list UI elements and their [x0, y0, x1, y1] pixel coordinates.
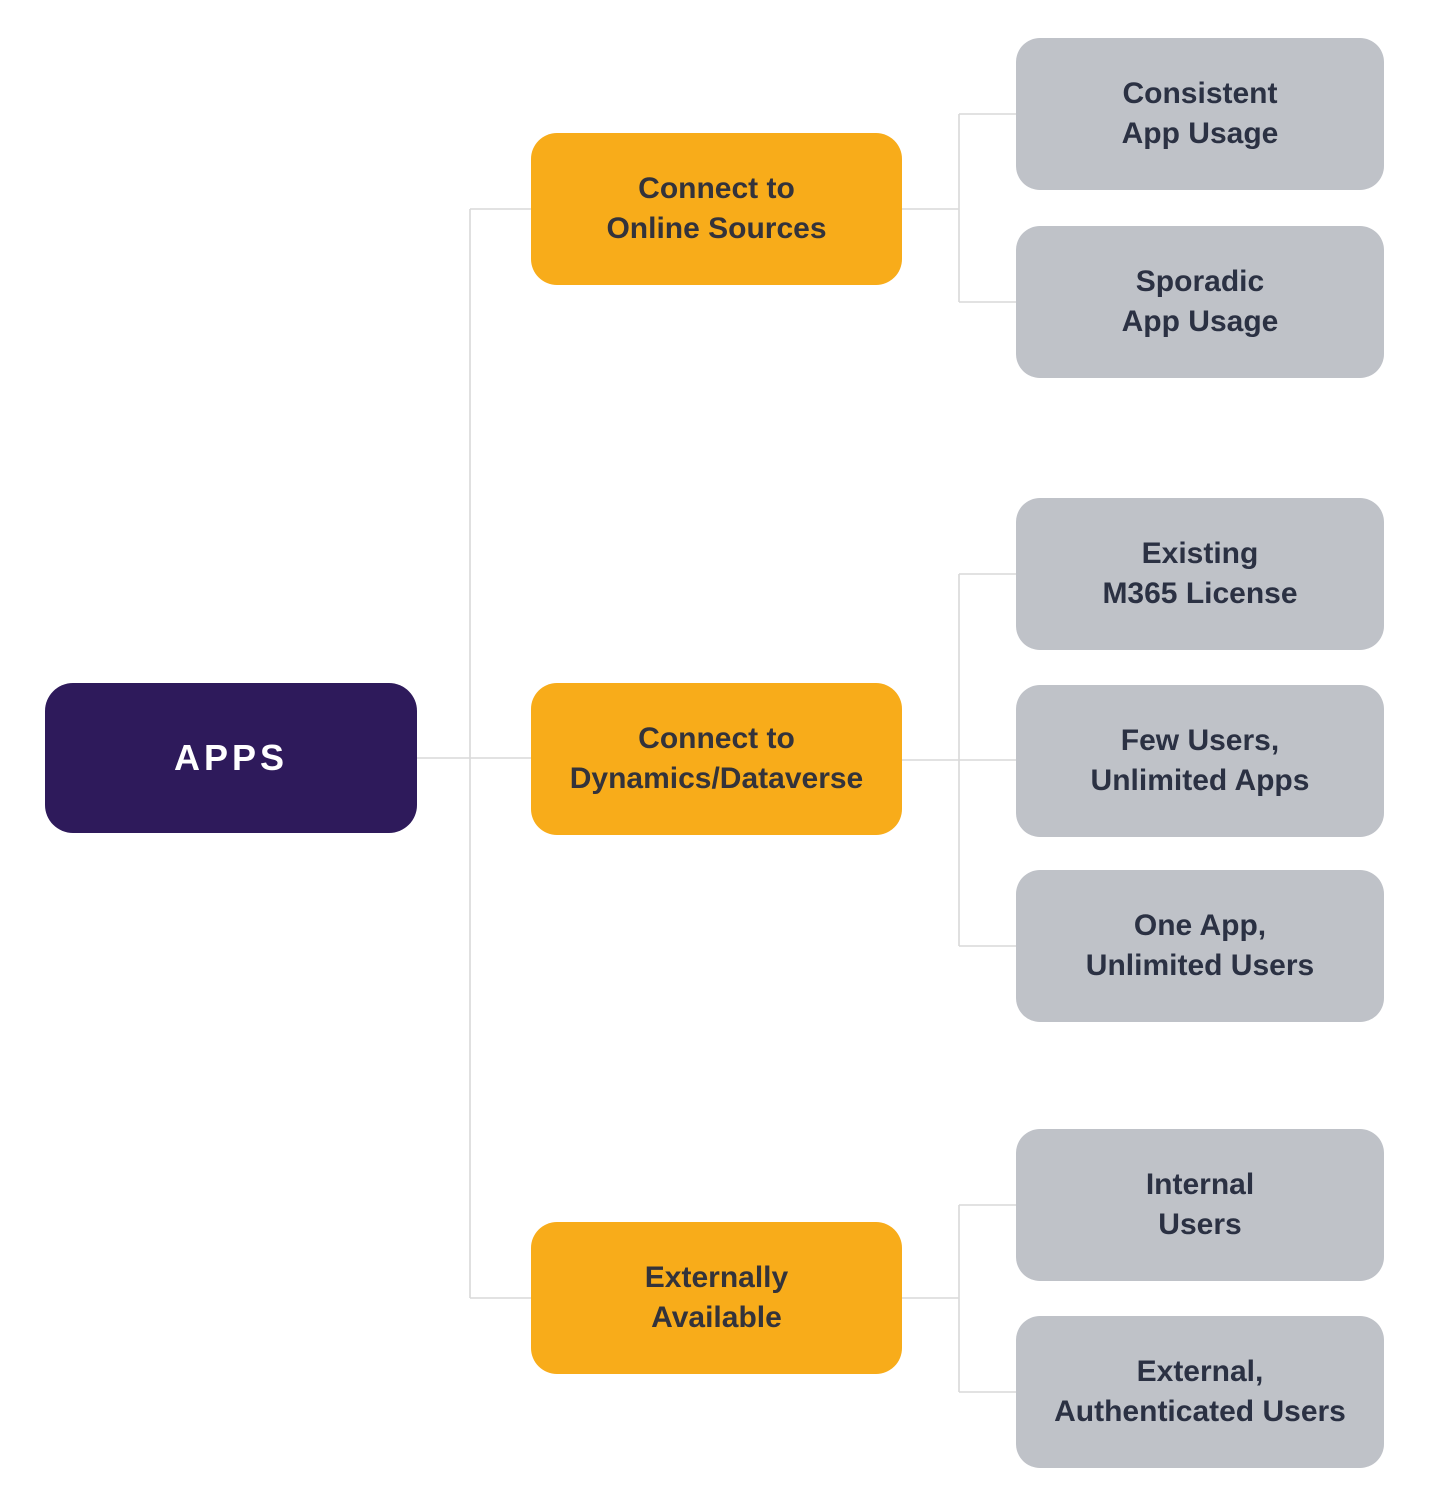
- leaf-node-label: Existing M365 License: [1102, 537, 1298, 610]
- branch-node-connect-dynamics-dataverse: Connect to Dynamics/Dataverse: [531, 683, 902, 835]
- branch-node-connect-online-sources: Connect to Online Sources: [531, 133, 902, 285]
- connector-paths: [417, 113, 1016, 1393]
- leaf-node-label: Consistent App Usage: [1121, 77, 1279, 150]
- leaf-node-sporadic-app-usage: Sporadic App Usage: [1016, 226, 1384, 378]
- root-node-apps: APPS: [45, 683, 417, 833]
- leaf-node-label: External, Authenticated Users: [1054, 1355, 1346, 1428]
- leaf-node-external-authenticated-users: External, Authenticated Users: [1016, 1316, 1384, 1468]
- leaf-node-label: One App, Unlimited Users: [1085, 909, 1315, 982]
- branch-node-externally-available: Externally Available: [531, 1222, 902, 1374]
- root-node-label: APPS: [173, 737, 289, 779]
- leaf-node-internal-users: Internal Users: [1016, 1129, 1384, 1281]
- leaf-node-consistent-app-usage: Consistent App Usage: [1016, 38, 1384, 190]
- leaf-node-few-users-unlimited-apps: Few Users, Unlimited Apps: [1016, 685, 1384, 837]
- leaf-node-label: Sporadic App Usage: [1121, 265, 1279, 338]
- leaf-node-label: Few Users, Unlimited Apps: [1090, 724, 1310, 797]
- leaf-node-label: Internal Users: [1145, 1168, 1255, 1241]
- branch-node-label: Connect to Online Sources: [606, 172, 827, 245]
- branch-node-label: Connect to Dynamics/Dataverse: [569, 722, 864, 795]
- leaf-node-existing-m365-license: Existing M365 License: [1016, 498, 1384, 650]
- leaf-node-one-app-unlimited-users: One App, Unlimited Users: [1016, 870, 1384, 1022]
- branch-node-label: Externally Available: [644, 1261, 789, 1334]
